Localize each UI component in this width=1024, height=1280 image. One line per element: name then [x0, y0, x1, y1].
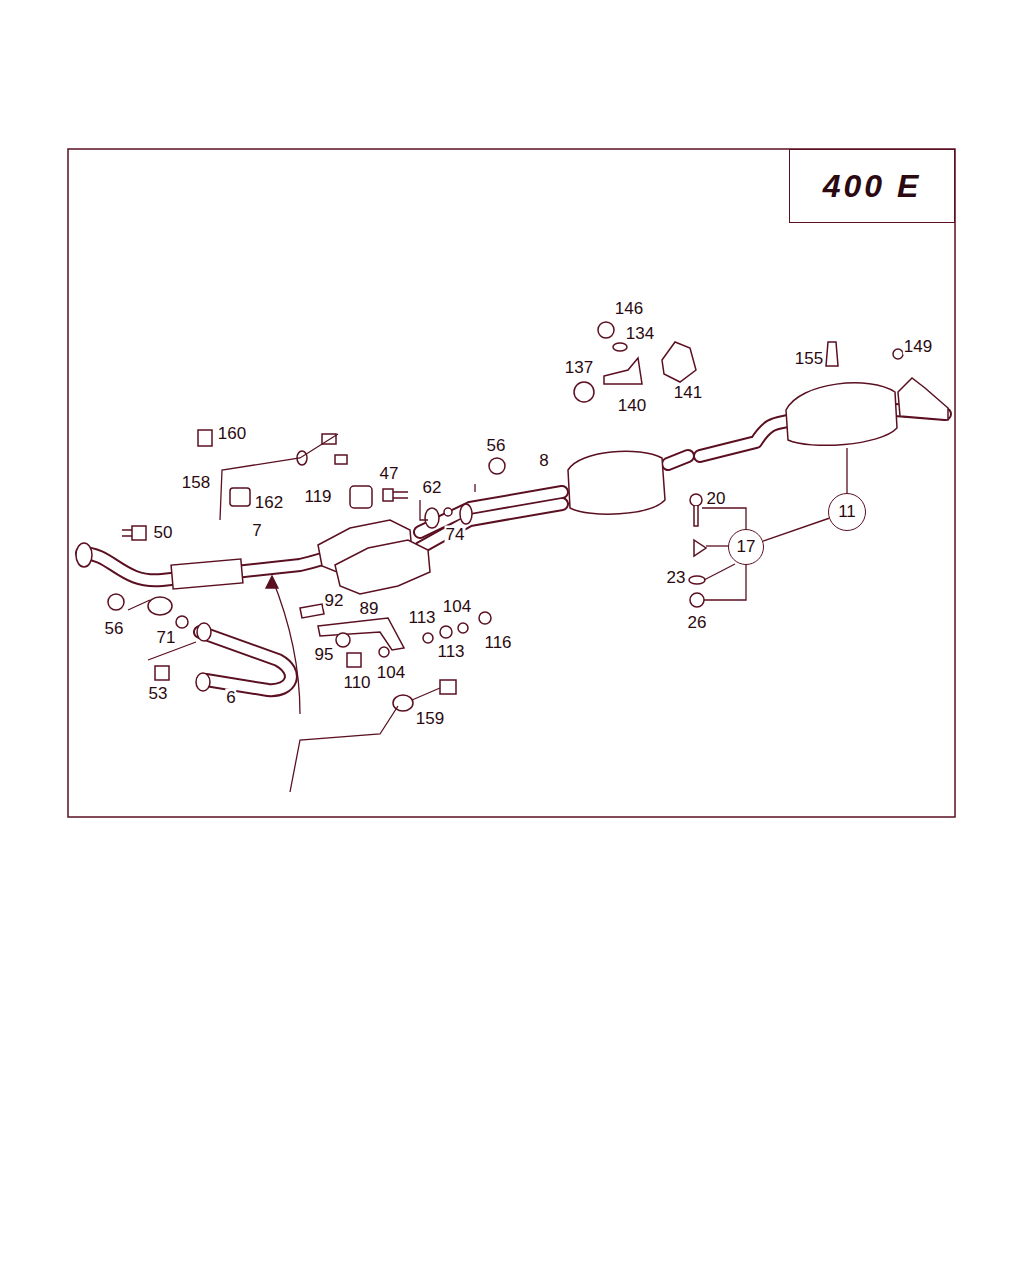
callout-number: 137 — [564, 359, 594, 376]
callout-number: 56 — [104, 620, 125, 637]
callout-number: 71 — [156, 629, 177, 646]
callout-number: 104 — [376, 664, 406, 681]
callout-number: 119 — [303, 488, 332, 505]
callout-number: 7 — [251, 522, 262, 539]
callout-number: 155 — [794, 350, 824, 367]
callout-number: 113 — [436, 643, 465, 660]
leader-connector — [763, 518, 829, 541]
callout-number: 56 — [486, 437, 507, 454]
callout-number: 159 — [415, 710, 445, 727]
callout-number: 134 — [625, 325, 655, 342]
callout-circle: 11 — [828, 493, 866, 531]
callout-number: 113 — [407, 609, 436, 626]
model-badge: 400 E — [789, 149, 955, 223]
callout-number: 162 — [254, 494, 284, 511]
callout-number: 158 — [181, 474, 211, 491]
node-text: 400 E — [823, 168, 922, 205]
callout-number: 6 — [225, 689, 236, 706]
callout-number: 110 — [342, 674, 371, 691]
callout-number: 47 — [379, 465, 400, 482]
callout-number: 8 — [538, 452, 549, 469]
callout-number: 20 — [706, 490, 727, 507]
callout-number: 53 — [148, 685, 169, 702]
frame — [68, 149, 955, 817]
callout-number: 92 — [324, 592, 345, 609]
callout-number: 26 — [687, 614, 708, 631]
callout-number: 50 — [153, 524, 174, 541]
callout-circle: 17 — [728, 529, 764, 565]
callout-number: 146 — [614, 300, 644, 317]
callout-number: 141 — [673, 384, 703, 401]
callout-number: 116 — [483, 634, 512, 651]
callout-number: 89 — [359, 600, 380, 617]
callout-number: 104 — [442, 598, 472, 615]
callout-number: 149 — [903, 338, 933, 355]
callout-number: 95 — [314, 646, 335, 663]
node-text: 17 — [737, 537, 756, 557]
callout-number: 140 — [617, 397, 647, 414]
callout-number: 23 — [666, 569, 687, 586]
callout-number: 62 — [422, 479, 443, 496]
node-text: 11 — [838, 502, 856, 522]
callout-number: 74 — [445, 526, 466, 543]
callout-number: 160 — [217, 425, 247, 442]
